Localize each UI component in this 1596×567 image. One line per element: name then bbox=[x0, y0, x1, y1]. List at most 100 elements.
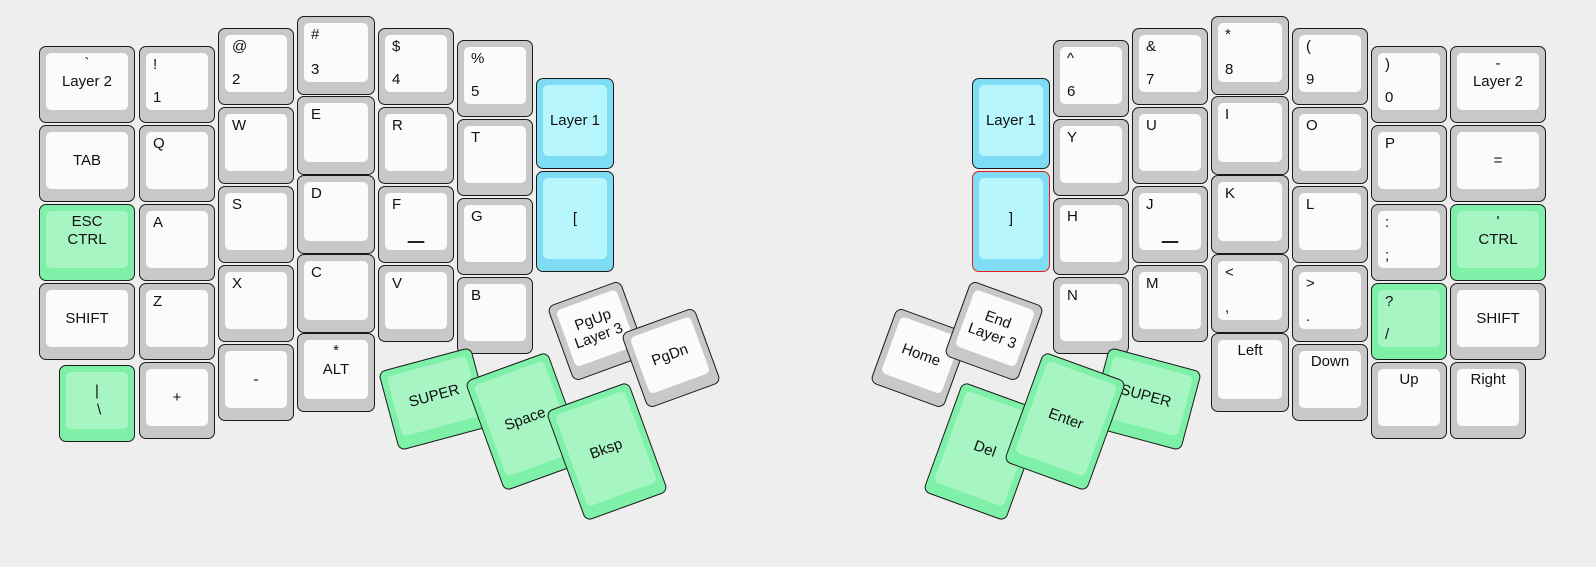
key-face: | \ bbox=[66, 372, 128, 429]
key-r-o[interactable]: O bbox=[1292, 107, 1368, 184]
key-l-q[interactable]: Q bbox=[139, 125, 215, 202]
key-face: Left bbox=[1218, 340, 1282, 399]
key-l-grave-layer2[interactable]: `Layer 2 bbox=[39, 46, 135, 123]
key-face: E bbox=[304, 103, 368, 162]
key-r-n[interactable]: N bbox=[1053, 277, 1129, 354]
key-r-down[interactable]: Down bbox=[1292, 344, 1368, 421]
key-legend-bottom: 2 bbox=[232, 71, 241, 89]
key-l-g[interactable]: G bbox=[457, 198, 533, 275]
key-r-minus-layer2[interactable]: -Layer 2 bbox=[1450, 46, 1546, 123]
key-legend-main: SHIFT bbox=[65, 309, 109, 327]
key-l-4[interactable]: $4 bbox=[378, 28, 454, 105]
thumb-key-r-end-layer3[interactable]: End Layer 3 bbox=[943, 280, 1045, 382]
key-r-right[interactable]: Right bbox=[1450, 362, 1526, 439]
key-l-z[interactable]: Z bbox=[139, 283, 215, 360]
key-face: &7 bbox=[1139, 35, 1201, 92]
key-l-s[interactable]: S bbox=[218, 186, 294, 263]
key-l-v[interactable]: V bbox=[378, 265, 454, 342]
key-l-d[interactable]: D bbox=[297, 175, 375, 254]
key-r-comma[interactable]: <, bbox=[1211, 254, 1289, 333]
key-legend-main: | \ bbox=[95, 382, 102, 419]
key-r-6[interactable]: ^6 bbox=[1053, 40, 1129, 117]
key-legend-main: End Layer 3 bbox=[965, 307, 1019, 353]
key-r-left[interactable]: Left bbox=[1211, 333, 1289, 412]
key-legend-main: Right bbox=[1470, 371, 1506, 388]
key-r-h[interactable]: H bbox=[1053, 198, 1129, 275]
key-legend-bottom: , bbox=[1225, 299, 1230, 317]
key-l-shift[interactable]: SHIFT bbox=[39, 283, 135, 360]
key-l-layer1[interactable]: Layer 1 bbox=[536, 78, 614, 169]
key-legend-main: TAB bbox=[72, 151, 102, 169]
key-face: 'CTRL bbox=[1457, 211, 1539, 268]
key-r-layer1[interactable]: Layer 1 bbox=[972, 78, 1050, 169]
key-r-y[interactable]: Y bbox=[1053, 119, 1129, 196]
key-r-m[interactable]: M bbox=[1132, 265, 1208, 342]
key-legend-top: N bbox=[1067, 287, 1078, 304]
key-r-0[interactable]: )0 bbox=[1371, 46, 1447, 123]
key-r-period[interactable]: >. bbox=[1292, 265, 1368, 342]
key-l-x[interactable]: X bbox=[218, 265, 294, 342]
key-face: *ALT bbox=[304, 340, 368, 399]
key-face: $4 bbox=[385, 35, 447, 92]
key-l-f[interactable]: F bbox=[378, 186, 454, 263]
key-l-r[interactable]: R bbox=[378, 107, 454, 184]
key-l-3[interactable]: #3 bbox=[297, 16, 375, 95]
key-l-1[interactable]: !1 bbox=[139, 46, 215, 123]
key-l-b[interactable]: B bbox=[457, 277, 533, 354]
key-face: -Layer 2 bbox=[1457, 53, 1539, 110]
key-legend-top: Q bbox=[153, 135, 165, 152]
key-r-rbracket[interactable]: ] bbox=[972, 171, 1050, 272]
key-l-star-alt[interactable]: *ALT bbox=[297, 333, 375, 412]
key-legend-top: ) bbox=[1385, 56, 1390, 73]
key-l-5[interactable]: %5 bbox=[457, 40, 533, 117]
key-r-j[interactable]: J bbox=[1132, 186, 1208, 263]
key-face: >. bbox=[1299, 272, 1361, 329]
key-l-w[interactable]: W bbox=[218, 107, 294, 184]
key-face: T bbox=[464, 126, 526, 183]
key-r-7[interactable]: &7 bbox=[1132, 28, 1208, 105]
key-r-up[interactable]: Up bbox=[1371, 362, 1447, 439]
key-r-l[interactable]: L bbox=[1292, 186, 1368, 263]
key-r-8[interactable]: *8 bbox=[1211, 16, 1289, 95]
key-l-c[interactable]: C bbox=[297, 254, 375, 333]
key-legend-top: L bbox=[1306, 196, 1315, 213]
key-legend-top: T bbox=[471, 129, 481, 146]
key-legend-top: Z bbox=[153, 293, 163, 310]
key-l-pipe-backslash[interactable]: | \ bbox=[59, 365, 135, 442]
key-l-t[interactable]: T bbox=[457, 119, 533, 196]
key-face: I bbox=[1218, 103, 1282, 162]
key-l-tab[interactable]: TAB bbox=[39, 125, 135, 202]
key-r-quote-ctrl[interactable]: 'CTRL bbox=[1450, 204, 1546, 281]
key-face: K bbox=[1218, 182, 1282, 241]
key-legend-main: = bbox=[1493, 151, 1503, 169]
key-face: H bbox=[1060, 205, 1122, 262]
key-legend-top: F bbox=[392, 196, 402, 213]
key-l-lbracket[interactable]: [ bbox=[536, 171, 614, 272]
key-legend-main: Layer 2 bbox=[1472, 72, 1524, 90]
key-r-semicolon[interactable]: :; bbox=[1371, 204, 1447, 281]
key-r-equal[interactable]: = bbox=[1450, 125, 1546, 202]
key-face: R bbox=[385, 114, 447, 171]
key-r-p[interactable]: P bbox=[1371, 125, 1447, 202]
key-r-shift[interactable]: SHIFT bbox=[1450, 283, 1546, 360]
key-l-e[interactable]: E bbox=[297, 96, 375, 175]
key-l-minus[interactable]: - bbox=[218, 344, 294, 421]
key-l-plus[interactable]: + bbox=[139, 362, 215, 439]
key-r-i[interactable]: I bbox=[1211, 96, 1289, 175]
key-legend-top: * bbox=[1225, 26, 1231, 43]
key-legend-top: ! bbox=[153, 56, 158, 73]
key-r-k[interactable]: K bbox=[1211, 175, 1289, 254]
key-legend-bottom: 0 bbox=[1385, 89, 1394, 107]
key-legend-top: S bbox=[232, 196, 243, 213]
key-face: L bbox=[1299, 193, 1361, 250]
key-r-9[interactable]: (9 bbox=[1292, 28, 1368, 105]
key-legend-top: V bbox=[392, 275, 403, 292]
key-r-u[interactable]: U bbox=[1132, 107, 1208, 184]
key-legend-top: * bbox=[333, 342, 339, 359]
key-l-a[interactable]: A bbox=[139, 204, 215, 281]
key-l-2[interactable]: @2 bbox=[218, 28, 294, 105]
key-r-slash[interactable]: ?/ bbox=[1371, 283, 1447, 360]
